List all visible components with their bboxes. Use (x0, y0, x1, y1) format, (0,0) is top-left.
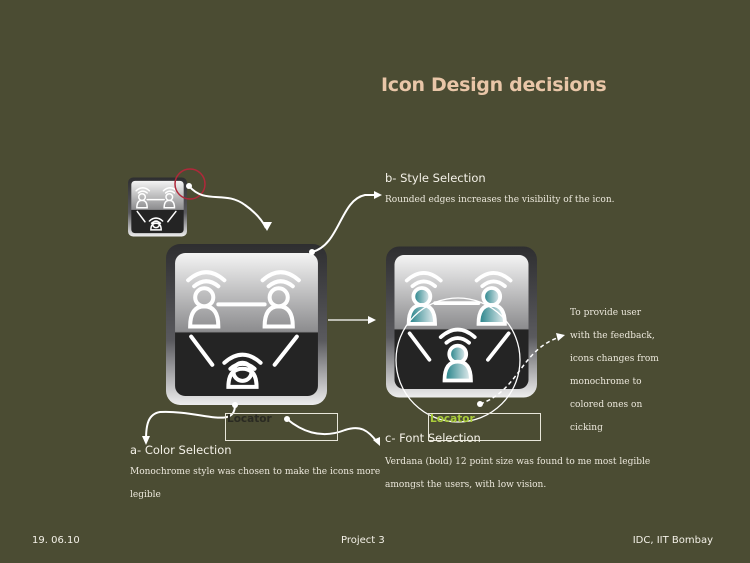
color-selection-heading: a- Color Selection (130, 443, 232, 457)
locator-box-colored: Locator (428, 413, 541, 441)
text-line: To provide user (570, 308, 642, 318)
slide-title: Icon Design decisions (381, 74, 607, 96)
text-line: cicking (570, 423, 603, 433)
arrow-color-selection (145, 404, 236, 441)
text-line: icons changes from (570, 354, 659, 364)
footer-project: Project 3 (341, 535, 385, 546)
arrow-small-to-large (188, 185, 267, 229)
text-line: with the feedback, (570, 331, 655, 341)
text-line: amongst the users, with low vision. (385, 480, 547, 490)
text-line: colored ones on (570, 400, 643, 410)
locator-box-monochrome: Locator (225, 413, 338, 441)
style-selection-heading: b- Style Selection (385, 171, 486, 185)
highlight-circle (174, 168, 206, 200)
arrow-style-selection (311, 194, 378, 253)
zoom-circle (395, 297, 521, 423)
font-selection-text: Verdana (bold) 12 point size was found t… (385, 451, 650, 497)
feedback-note: To provide user with the feedback, icons… (570, 302, 659, 440)
footer-date: 19. 06.10 (32, 535, 80, 546)
arrow-font-selection (286, 418, 378, 443)
locator-label-monochrome: Locator (227, 413, 272, 425)
style-selection-text: Rounded edges increases the visibility o… (385, 195, 615, 205)
text-line: Monochrome style was chosen to make the … (130, 467, 381, 477)
arrow-feedback (479, 336, 561, 405)
color-selection-text: Monochrome style was chosen to make the … (130, 461, 380, 507)
text-line: Verdana (bold) 12 point size was found t… (385, 457, 651, 467)
text-line: monochrome to (570, 377, 642, 387)
text-line: legible (130, 490, 161, 500)
locator-label-colored: Locator (430, 413, 475, 425)
font-selection-heading: c- Font Selection (385, 431, 481, 445)
footer-institution: IDC, IIT Bombay (632, 535, 713, 546)
